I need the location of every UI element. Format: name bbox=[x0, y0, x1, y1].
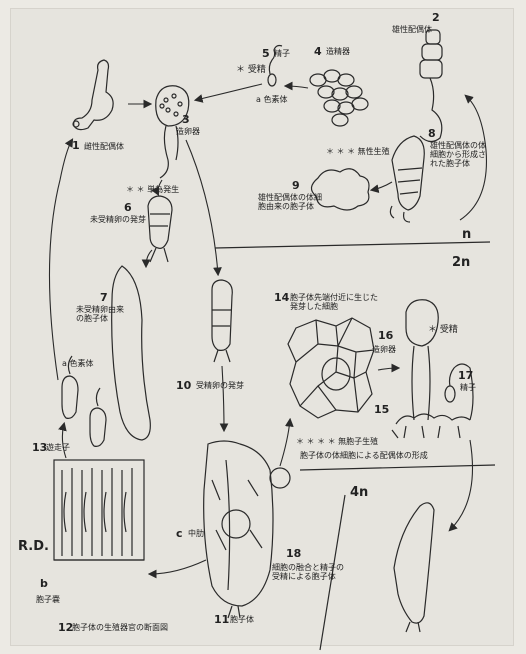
label-7-number: 7 bbox=[100, 292, 108, 304]
label-9-text: 雄性配偶体の体細胞由来の胞子体 bbox=[258, 194, 328, 212]
arrow-sperm-to-oogonium bbox=[196, 84, 262, 100]
large-sporophyte-figure bbox=[204, 441, 290, 618]
germinated-cells-figure bbox=[288, 318, 374, 418]
label-17-number: 17 bbox=[458, 370, 473, 382]
label-11-text: 胞子体 bbox=[230, 616, 254, 625]
label-2-number: 2 bbox=[432, 12, 440, 24]
reproductive-section-figure bbox=[54, 460, 250, 560]
label-2-text: 雄性配偶体 bbox=[392, 26, 432, 35]
label-16-number: 16 bbox=[378, 330, 393, 342]
label-8-text: 雄性配偶体の体細胞から形成された胞子体 bbox=[430, 142, 492, 168]
label-b-letter: b bbox=[40, 578, 48, 590]
fertilization-label-right: ＊ 受精 bbox=[428, 326, 458, 336]
fertilization-label-top: ＊ 受精 bbox=[236, 66, 266, 76]
label-1-number: 1 bbox=[72, 140, 80, 152]
unfertilized-sporophyte-figure bbox=[112, 266, 151, 440]
label-8-number: 8 bbox=[428, 128, 436, 140]
ploidy-n-label: n bbox=[462, 228, 471, 242]
label-6-text: 未受精卵の発芽 bbox=[90, 216, 146, 225]
label-13-text: 遊走子 bbox=[46, 444, 70, 453]
plastid-label-left: a 色素体 bbox=[62, 360, 93, 369]
label-15-number: 15 bbox=[374, 404, 389, 416]
label-3-text: 造卵器 bbox=[176, 128, 200, 137]
ploidy-4n-label: 4n bbox=[350, 486, 368, 500]
label-5-number: 5 bbox=[262, 48, 270, 60]
label-12-text: 胞子体の生殖器官の断面図 bbox=[72, 624, 168, 633]
parthenogenesis-label: ＊ ＊ 単為発生 bbox=[126, 186, 179, 195]
label-4-number: 4 bbox=[314, 46, 322, 58]
arrow-sporophyte-to-cells bbox=[280, 420, 290, 466]
arrow-zygote-to-sporophyte bbox=[222, 366, 224, 430]
arrow-antheridia-to-sperm bbox=[286, 86, 308, 88]
label-7-text: 未受精卵由来の胞子体 bbox=[76, 306, 128, 324]
label-10-number: 10 bbox=[176, 380, 191, 392]
tetraploid-sporophyte-figure bbox=[394, 503, 434, 632]
label-14-text: 胞子体先端付近に生じた発芽した細胞 bbox=[290, 294, 382, 312]
arrow-oogonium-to-zygote bbox=[186, 140, 218, 274]
rd-label: R.D. bbox=[18, 540, 49, 554]
label-1-text: 雌性配偶体 bbox=[84, 143, 124, 152]
sporangium-label: 胞子嚢 bbox=[36, 596, 60, 605]
ploidy-2n-label: 2n bbox=[452, 256, 470, 270]
arrow-zoospore-to-gametophyte bbox=[49, 140, 72, 380]
2n-4n-divider bbox=[300, 465, 495, 470]
egg-germination-figure bbox=[148, 196, 172, 262]
apospory-label: 胞子体の体細胞による配偶体の形成 bbox=[300, 452, 428, 461]
label-3-number: 3 bbox=[182, 114, 190, 126]
zoospore-figure bbox=[62, 356, 106, 446]
label-10-text: 受精卵の発芽 bbox=[196, 382, 244, 391]
arrow-sporophyte-to-section bbox=[150, 560, 206, 574]
label-4-text: 造精器 bbox=[326, 48, 350, 57]
asexual-reproduction-label: ＊ ＊ ＊ 無性生殖 bbox=[326, 148, 390, 157]
arrow-cells-to-gametophyte bbox=[378, 368, 398, 370]
label-11-number: 11 bbox=[214, 614, 229, 626]
label-16-text: 造卵器 bbox=[372, 346, 396, 355]
male-gametophyte-figure bbox=[420, 30, 442, 142]
label-5-text: 精子 bbox=[274, 50, 290, 59]
female-gametophyte-figure bbox=[73, 60, 113, 130]
label-9-number: 9 bbox=[292, 180, 300, 192]
arrow-gametophyte-to-4n bbox=[450, 440, 473, 530]
label-18-text: 細胞の融合と精子の受精による胞子体 bbox=[272, 564, 346, 582]
antheridia-cluster-figure bbox=[310, 70, 368, 126]
label-6-number: 6 bbox=[124, 202, 132, 214]
label-18-number: 18 bbox=[286, 548, 301, 560]
label-17-text: 精子 bbox=[460, 384, 476, 393]
n-2n-divider bbox=[215, 242, 490, 248]
male-derived-sporophyte-figure bbox=[390, 136, 424, 222]
arrow-male-to-sporophyte-9 bbox=[372, 182, 392, 190]
plastid-label-top: a 色素体 bbox=[256, 96, 287, 105]
zygote-germination-figure bbox=[212, 280, 232, 362]
label-c-letter: c bbox=[176, 528, 183, 540]
apogamy-label: ＊ ＊ ＊ ＊ 無胞子生殖 bbox=[296, 438, 378, 447]
label-14-number: 14 bbox=[274, 292, 289, 304]
midrib-label: 中肋 bbox=[188, 530, 204, 539]
arrow-section-to-zoospore bbox=[62, 424, 66, 458]
